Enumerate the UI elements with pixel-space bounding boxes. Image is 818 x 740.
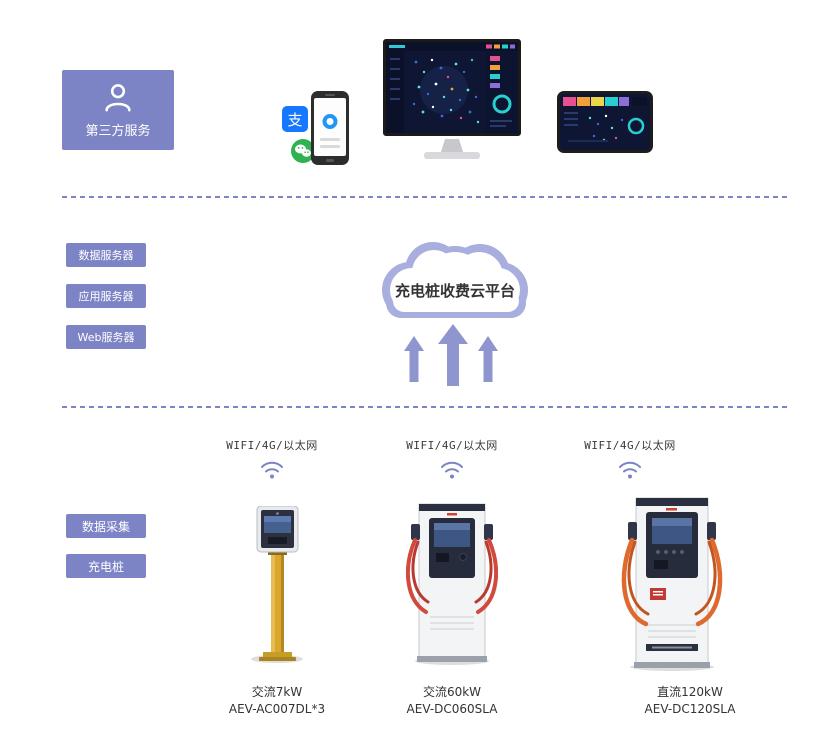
monitor-stand: [441, 139, 463, 152]
charger-caption-3: 直流120kW AEV-DC120SLA: [600, 684, 780, 718]
charger-power-2: 交流60kW: [422, 685, 482, 699]
server-label-data: 数据服务器: [78, 249, 134, 262]
smartphone-image: [311, 91, 349, 165]
cloud-platform-label: 充电桩收费云平台: [395, 282, 515, 300]
side-box-data-collection: 数据采集: [66, 514, 146, 538]
charger-model-1: AEV-AC007DL*3: [228, 702, 326, 716]
server-box-data: 数据服务器: [66, 243, 146, 267]
server-label-app: 应用服务器: [78, 290, 134, 303]
charger-ac-7kw-image: [251, 506, 303, 663]
alipay-glyph: 支: [287, 110, 303, 129]
server-box-web: Web服务器: [66, 325, 146, 349]
divider-top: [62, 196, 788, 198]
upload-arrow-left-icon: [404, 336, 424, 382]
cloud-platform: 充电桩收费云平台: [382, 242, 528, 318]
wechat-icon: [291, 139, 315, 163]
dashboard-screen: [386, 42, 518, 133]
charger-dc-120kw-image: [621, 497, 723, 671]
tablet-image: [557, 91, 653, 153]
wifi-icon-3: [619, 461, 641, 479]
server-box-app: 应用服务器: [66, 284, 146, 308]
charger-caption-1: 交流7kW AEV-AC007DL*3: [187, 684, 367, 718]
network-label-3: WIFI/4G/以太网: [584, 439, 676, 452]
person-icon: [105, 84, 131, 112]
alipay-icon: 支: [282, 106, 308, 132]
server-label-web: Web服务器: [77, 331, 135, 344]
network-label-1: WIFI/4G/以太网: [226, 439, 318, 452]
monitor-base: [424, 152, 480, 159]
charger-power-3: 直流120kW: [657, 685, 723, 699]
app-logo-icon: [322, 114, 338, 129]
charger-caption-2: 交流60kW AEV-DC060SLA: [362, 684, 542, 718]
charger-model-2: AEV-DC060SLA: [406, 702, 498, 716]
charger-ac-60kw-image: [406, 503, 498, 665]
wifi-icon-1: [261, 461, 283, 479]
tablet-screen: [560, 94, 650, 150]
third-party-services-label: 第三方服务: [85, 124, 151, 139]
smartphone-screen: [314, 98, 346, 156]
divider-bottom: [62, 406, 788, 408]
charger-model-3: AEV-DC120SLA: [644, 702, 736, 716]
side-label-charging-pile: 充电桩: [87, 559, 124, 574]
network-label-2: WIFI/4G/以太网: [406, 439, 498, 452]
side-box-charging-pile: 充电桩: [66, 554, 146, 578]
desktop-monitor-image: [383, 39, 521, 136]
upload-arrow-middle-icon: [438, 324, 468, 386]
side-label-data-collection: 数据采集: [81, 519, 130, 534]
charger-power-1: 交流7kW: [251, 685, 303, 699]
upload-arrow-right-icon: [478, 336, 498, 382]
third-party-services-box: 第三方服务: [62, 70, 174, 150]
wifi-icon-2: [441, 461, 463, 479]
